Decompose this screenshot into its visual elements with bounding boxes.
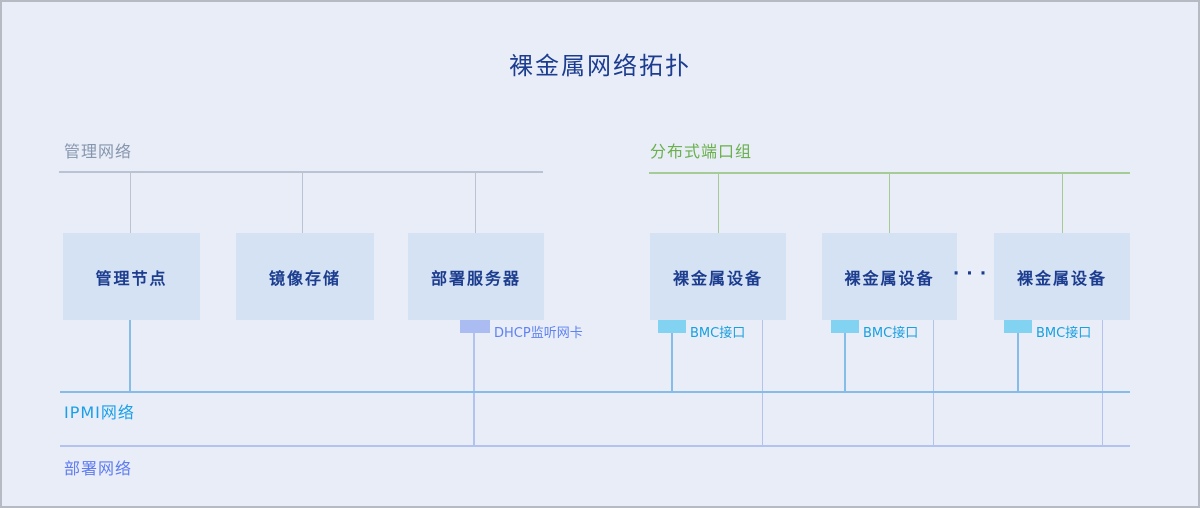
- ipmi-network-label: IPMI网络: [64, 403, 135, 422]
- node-box-management-node: 管理节点: [63, 233, 200, 320]
- bmc-port-tag-1: [658, 320, 686, 333]
- node-box-image-storage: 镜像存储: [236, 233, 374, 320]
- port-group-connector-1: [718, 173, 719, 234]
- dhcp-port-tag: [460, 320, 490, 333]
- bmc-port-tag-2: [831, 320, 859, 333]
- deployment-network-line: [60, 445, 1130, 447]
- deployment-network-label: 部署网络: [64, 459, 133, 478]
- node-box-bare-metal-3: 裸金属设备: [994, 233, 1130, 320]
- deployment-connector-2: [933, 320, 934, 446]
- management-network-label: 管理网络: [64, 142, 133, 161]
- management-connector-1: [130, 172, 131, 234]
- node-box-deploy-server: 部署服务器: [408, 233, 544, 320]
- node-box-bare-metal-1: 裸金属设备: [650, 233, 786, 320]
- management-connector-2: [302, 172, 303, 234]
- management-connector-3: [475, 172, 476, 234]
- bmc-port-label-2: BMC接口: [863, 326, 919, 341]
- management-network-line: [59, 171, 543, 173]
- distributed-port-group-label: 分布式端口组: [650, 142, 753, 161]
- port-group-connector-3: [1062, 173, 1063, 234]
- bmc-ipmi-connector-1: [671, 333, 673, 392]
- bmc-port-label-3: BMC接口: [1036, 326, 1092, 341]
- bmc-ipmi-connector-2: [844, 333, 846, 392]
- deployment-connector-3: [1102, 320, 1103, 446]
- bmc-ipmi-connector-3: [1017, 333, 1019, 392]
- more-devices-ellipsis: ···: [952, 264, 994, 284]
- dhcp-deployment-connector: [473, 333, 475, 446]
- port-group-connector-2: [889, 173, 890, 234]
- page-title: 裸金属网络拓扑: [509, 52, 691, 80]
- dhcp-port-label: DHCP监听网卡: [494, 326, 583, 341]
- node-box-bare-metal-2: 裸金属设备: [822, 233, 957, 320]
- management-node-ipmi-connector: [129, 320, 131, 392]
- deployment-connector-1: [762, 320, 763, 446]
- bmc-port-tag-3: [1004, 320, 1032, 333]
- bmc-port-label-1: BMC接口: [690, 326, 746, 341]
- ipmi-network-line: [60, 391, 1130, 393]
